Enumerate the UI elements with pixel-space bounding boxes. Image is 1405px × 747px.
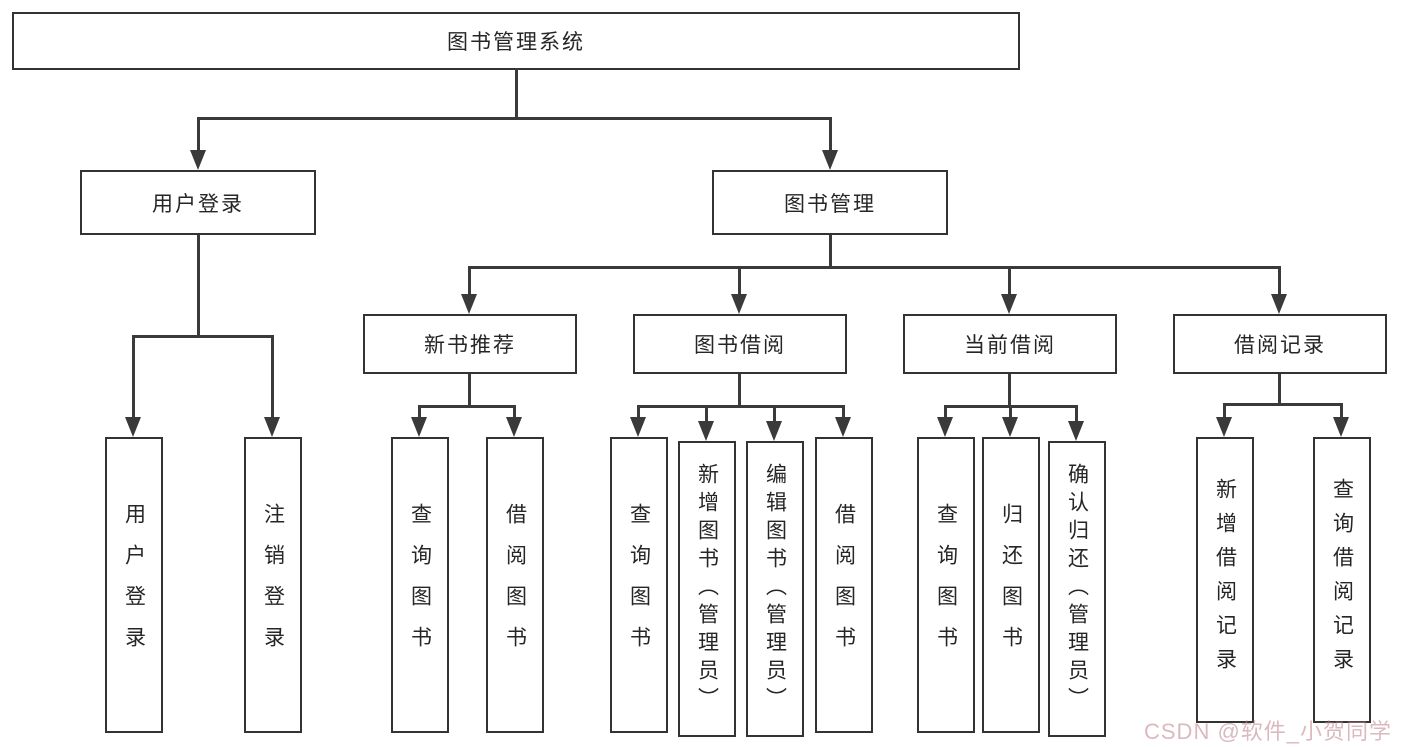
node-user-login: 用户登录 [80,170,316,235]
connector-to-bb-add [705,405,708,422]
arrow-down-icon [630,417,646,437]
arrow-down-icon [461,294,477,314]
connector-to-leaf-logout [271,335,274,417]
arrow-down-icon [937,417,953,437]
node-borrow-records: 借阅记录 [1173,314,1387,374]
leaf-bb-borrow-books: 借阅图书 [815,437,873,733]
connector-to-current-borrow [1008,266,1011,294]
watermark-text: CSDN @软件_小贺同学 [1144,719,1393,744]
connector-to-bb-borrow [842,405,845,418]
leaf-logout: 注销登录 [244,437,302,733]
arrow-down-icon [698,421,714,441]
connector-to-nb-query [418,405,421,418]
leaf-br-query-record: 查询借阅记录 [1313,437,1371,723]
leaf-cb-confirm-return-admin: 确认归还（管理员） [1048,441,1106,737]
arrow-down-icon [506,417,522,437]
arrow-down-icon [190,150,206,170]
connector-borrow-records-branch [1223,403,1343,406]
arrow-down-icon [731,294,747,314]
leaf-cb-query-books: 查询图书 [917,437,975,733]
connector-to-cb-confirm [1075,405,1078,422]
connector-to-bb-query [637,405,640,418]
connector-new-book-drop [468,374,471,407]
connector-book-borrow-drop [738,374,741,407]
connector-to-book-management [829,117,832,151]
leaf-bb-query-books: 查询图书 [610,437,668,733]
arrow-down-icon [1271,294,1287,314]
arrow-down-icon [264,417,280,437]
connector-book-management-branch [468,266,1281,269]
arrow-down-icon [822,150,838,170]
arrow-down-icon [1333,417,1349,437]
node-library-management-system: 图书管理系统 [12,12,1020,70]
arrow-down-icon [1068,421,1084,441]
leaf-user-login: 用户登录 [105,437,163,733]
connector-root-drop [515,68,518,118]
leaf-nb-query-books: 查询图书 [391,437,449,733]
leaf-nb-borrow-books: 借阅图书 [486,437,544,733]
arrow-down-icon [835,417,851,437]
node-new-book-recommend: 新书推荐 [363,314,577,374]
connector-book-borrow-branch [637,405,845,408]
connector-to-br-query [1340,403,1343,418]
connector-to-new-book [468,266,471,294]
node-current-borrow: 当前借阅 [903,314,1117,374]
connector-new-book-branch [418,405,516,408]
arrow-down-icon [411,417,427,437]
connector-user-login-drop [197,235,200,338]
leaf-cb-return-books: 归还图书 [982,437,1040,733]
leaf-bb-edit-books-admin: 编辑图书（管理员） [746,441,804,737]
connector-to-br-add [1223,403,1226,418]
arrow-down-icon [766,421,782,441]
connector-to-user-login [197,117,200,151]
arrow-down-icon [1002,417,1018,437]
connector-book-management-drop [829,235,832,268]
arrow-down-icon [125,417,141,437]
node-book-management: 图书管理 [712,170,948,235]
arrow-down-icon [1001,294,1017,314]
connector-root-branch [197,117,832,120]
connector-to-book-borrow [738,266,741,294]
connector-current-borrow-drop [1008,374,1011,407]
connector-to-cb-return [1009,405,1012,418]
leaf-br-add-record: 新增借阅记录 [1196,437,1254,723]
connector-to-cb-query [944,405,947,418]
node-book-borrow: 图书借阅 [633,314,847,374]
connector-to-borrow-records [1278,266,1281,294]
connector-user-login-branch [132,335,274,338]
arrow-down-icon [1216,417,1232,437]
connector-to-nb-borrow [513,405,516,418]
connector-to-leaf-user-login [132,335,135,417]
leaf-bb-add-books-admin: 新增图书（管理员） [678,441,736,737]
connector-borrow-records-drop [1278,374,1281,406]
connector-to-bb-edit [773,405,776,422]
